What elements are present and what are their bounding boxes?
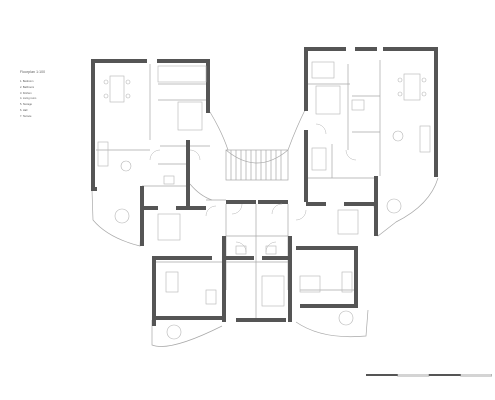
scale-bar	[366, 374, 492, 377]
legend-item: 7. Terrace	[20, 114, 32, 118]
terrace-bottom-right	[295, 309, 369, 338]
bed	[177, 101, 203, 131]
legend: Floorplan 1:100 1. Bedroom 2. Bathroom 3…	[20, 70, 45, 120]
legend-item: 3. Kitchen	[20, 91, 32, 95]
walls	[91, 47, 438, 326]
curve-right-top	[287, 107, 307, 151]
legend-item: 5. Storage	[20, 103, 32, 107]
terrace-bottom-left	[151, 320, 223, 347]
dining-table	[109, 75, 125, 103]
stair-landing-curve	[225, 149, 289, 164]
legend-title: Floorplan 1:100	[20, 70, 46, 74]
legend-item: 4. Living room	[20, 97, 37, 101]
stair-outline	[225, 149, 289, 181]
door-swings	[149, 123, 357, 253]
furniture	[97, 61, 431, 340]
bed-center	[261, 275, 285, 307]
bed-bottom-left	[157, 213, 181, 241]
legend-list: 1. Bedroom 2. Bathroom 3. Kitchen 4. Liv…	[20, 79, 45, 120]
sofa	[97, 141, 109, 167]
sofa-right	[419, 125, 431, 153]
dining-table-right	[403, 73, 421, 101]
stair-treads	[230, 150, 282, 180]
legend-item: 6. Hall	[20, 108, 28, 112]
legend-item: 1. Bedroom	[20, 80, 34, 83]
terrace-left	[91, 189, 143, 247]
outline-lines	[91, 60, 439, 347]
legend-item: 2. Bathroom	[20, 85, 35, 89]
curve-left-bottom	[189, 183, 213, 201]
terrace-right	[373, 177, 439, 237]
curve-left-top	[209, 111, 229, 151]
bed-right	[315, 85, 341, 115]
